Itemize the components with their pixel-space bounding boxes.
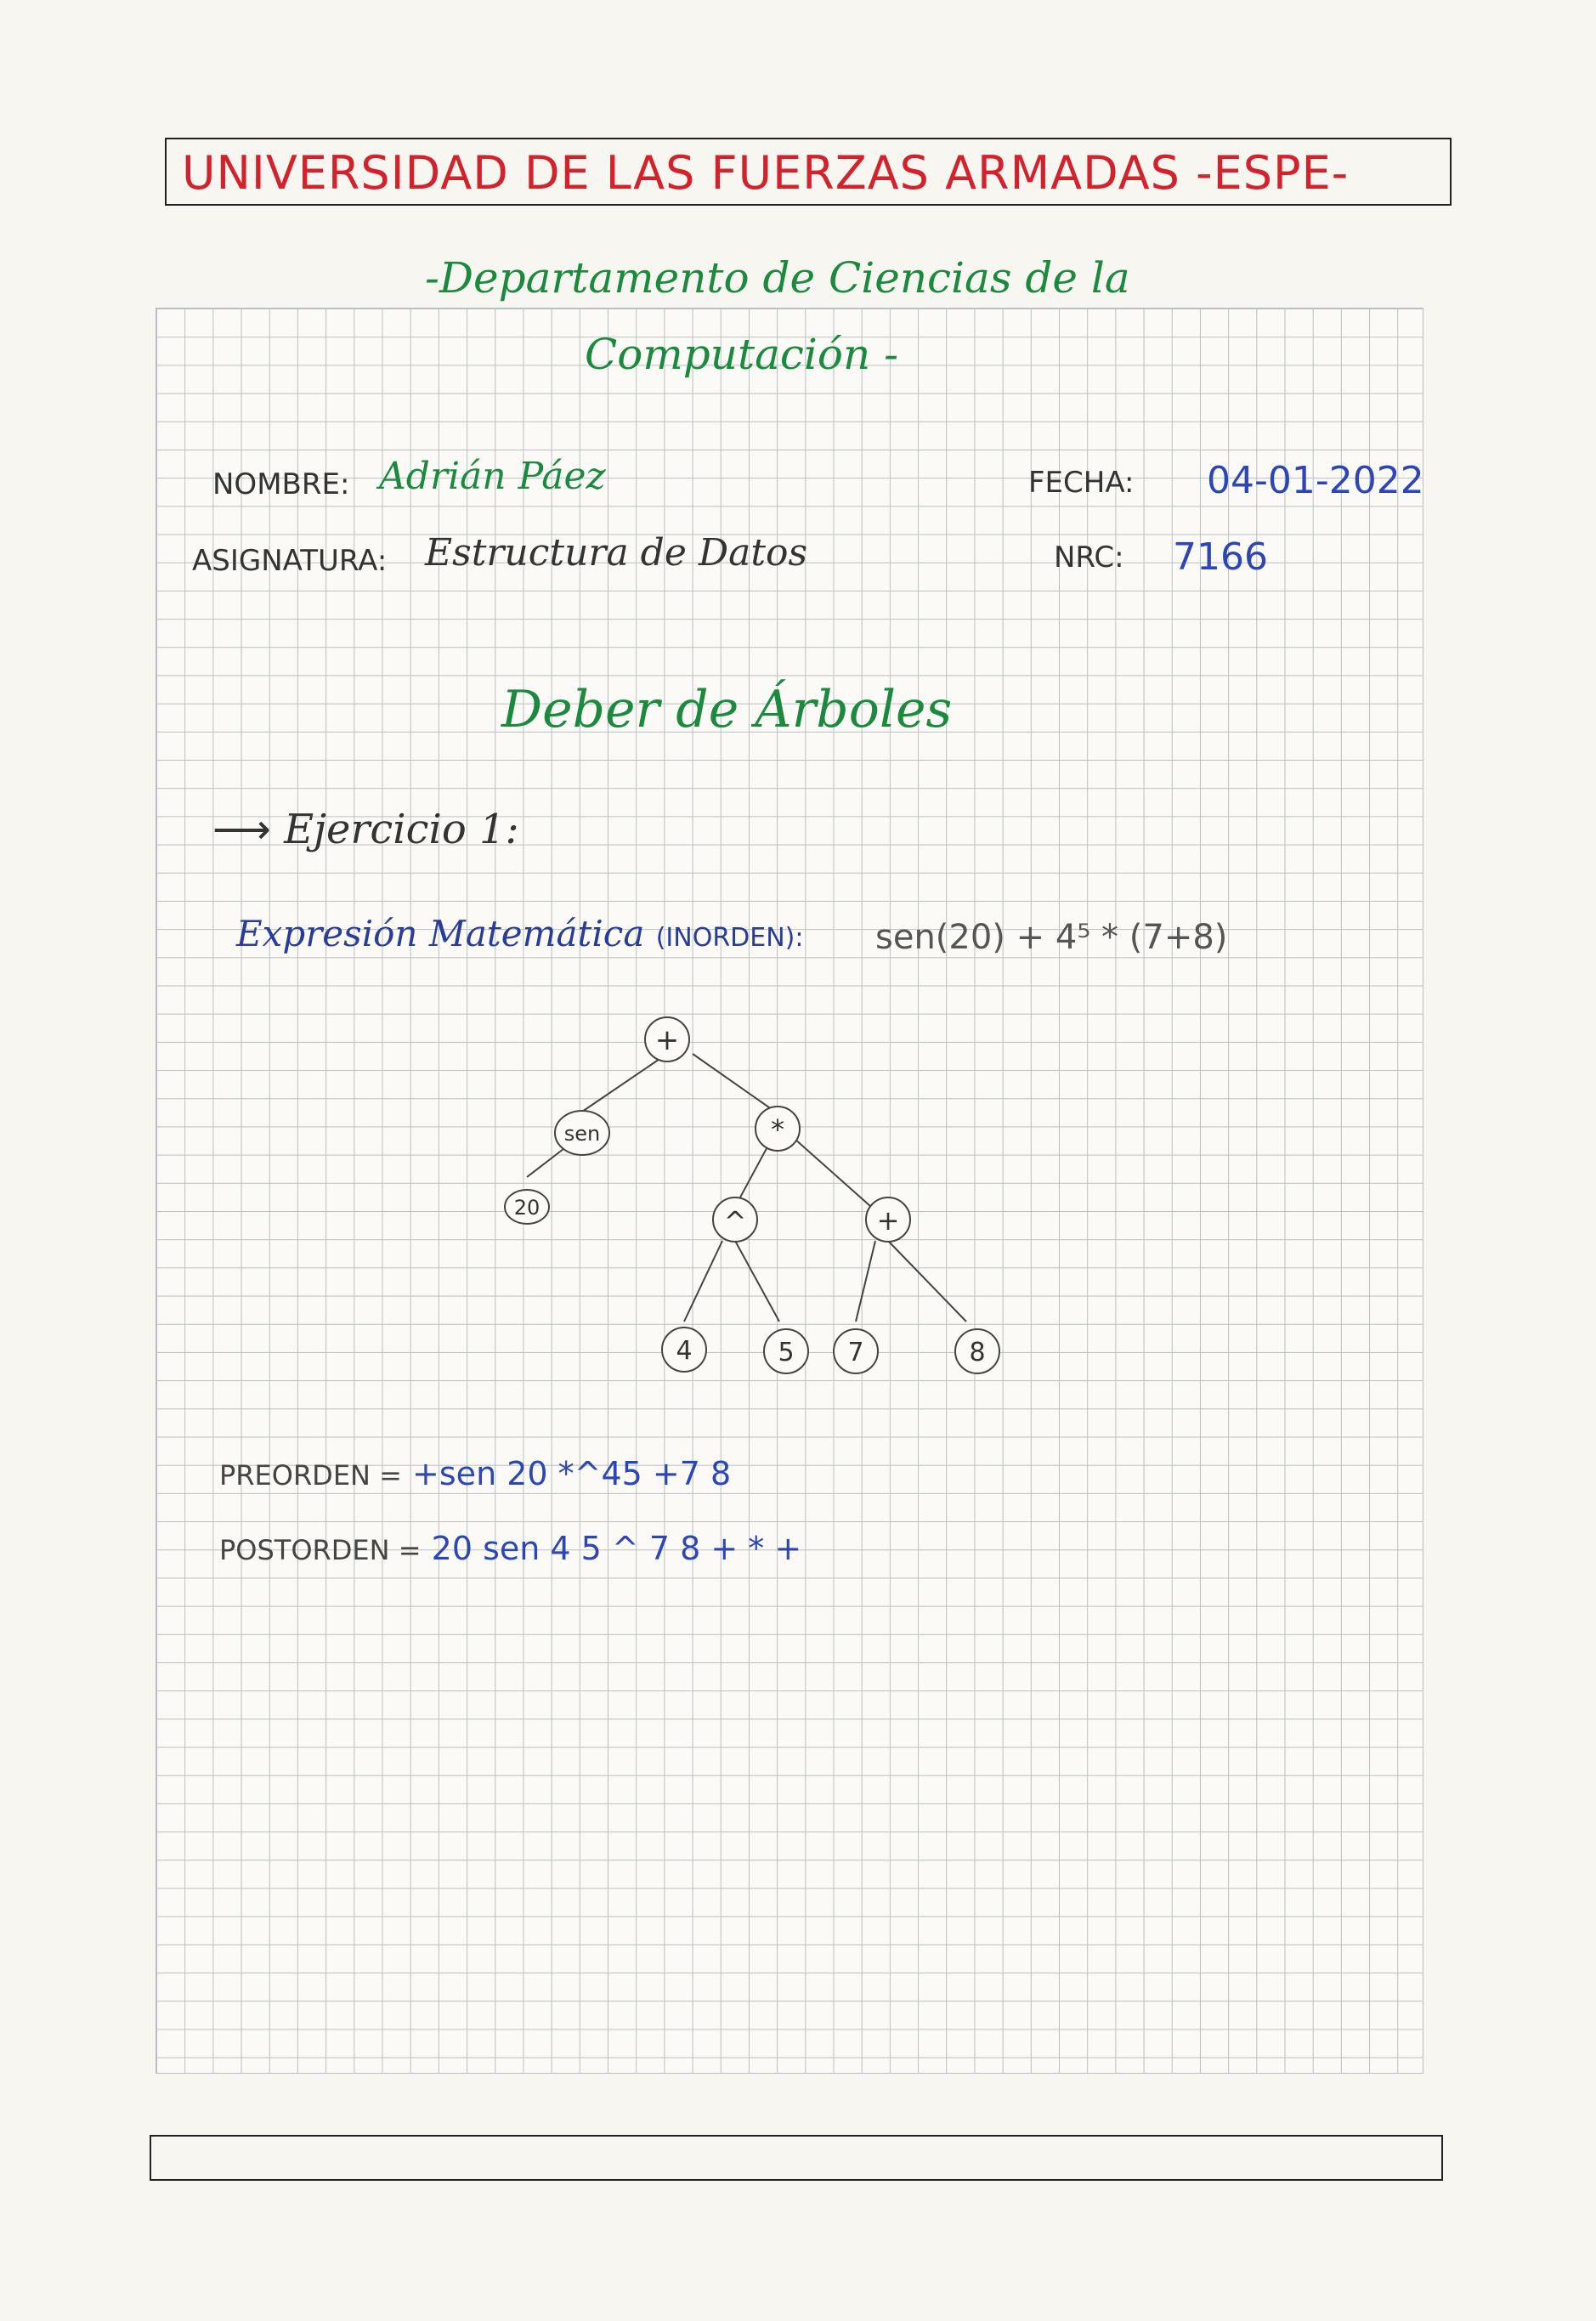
nrc-label: NRC: [1054,541,1124,575]
preorder-line: PREORDEN = +sen 20 *^45 +7 8 [219,1455,731,1492]
nrc-value: 7166 [1173,535,1268,579]
edge-plus-7 [855,1240,876,1322]
arrow-right-icon: ⟶ [212,806,285,853]
node-root-label: + [655,1023,680,1057]
edge-plus-8 [887,1240,967,1322]
node-8: 8 [954,1328,1000,1374]
preorder-label: PREORDEN = [219,1459,402,1492]
node-5-label: 5 [778,1338,794,1367]
exercise-heading: ⟶ Ejercicio 1: [212,806,519,853]
node-4-label: 4 [676,1336,692,1366]
node-20: 20 [504,1189,550,1225]
footer-box [150,2135,1443,2181]
edge-mul-pow [734,1140,772,1208]
node-plus-2: + [865,1197,911,1243]
edge-pow-4 [683,1240,723,1322]
postorder-line: POSTORDEN = 20 sen 4 5 ^ 7 8 + * + [219,1530,801,1567]
node-plus-2-label: + [877,1204,900,1237]
department-line-1: -Departamento de Ciencias de la [425,253,1130,303]
edge-root-sen [581,1053,668,1112]
postorder-label: POSTORDEN = [219,1534,422,1566]
node-pow-label: ^ [724,1205,747,1237]
node-pow: ^ [712,1197,758,1243]
graph-paper-grid [156,308,1423,2074]
node-mul: * [755,1106,801,1152]
node-4: 4 [661,1327,707,1373]
expression-label: Expresión Matemática [236,913,645,954]
name-label: NOMBRE: [212,467,350,501]
node-sen: sen [554,1110,610,1156]
node-7-label: 7 [847,1338,863,1367]
subject-value: Estructura de Datos [425,531,808,575]
assignment-title: Deber de Árboles [501,680,953,739]
expression-label-group: Expresión Matemática (INORDEN): [236,913,803,954]
exercise-label: Ejercicio 1: [284,806,519,853]
department-line-2: Computación - [585,330,898,379]
node-root: + [644,1016,690,1062]
date-label: FECHA: [1028,466,1135,500]
university-title: UNIVERSIDAD DE LAS FUERZAS ARMADAS -ESPE… [182,146,1350,200]
node-sen-label: sen [564,1122,600,1146]
expression-value: sen(20) + 4⁵ * (7+8) [875,918,1228,957]
edge-root-mul [692,1053,776,1112]
preorder-value: +sen 20 *^45 +7 8 [412,1455,732,1492]
tree-nodes: + sen 20 * ^ + 4 5 7 8 [504,1016,1000,1374]
tree-edges [526,1053,967,1322]
postorder-value: 20 sen 4 5 ^ 7 8 + * + [431,1530,802,1567]
expression-tree: + sen 20 * ^ + 4 5 7 8 [504,1016,1000,1374]
edge-pow-5 [734,1240,780,1322]
node-mul-label: * [771,1113,784,1146]
university-header-box: UNIVERSIDAD DE LAS FUERZAS ARMADAS -ESPE… [165,138,1452,206]
inorder-label: (INORDEN): [655,923,804,953]
subject-label: ASIGNATURA: [192,544,388,578]
name-value: Adrián Páez [379,455,606,498]
node-20-label: 20 [514,1196,540,1220]
edge-mul-plus [794,1138,872,1208]
node-5: 5 [763,1328,809,1374]
node-7: 7 [833,1328,879,1374]
node-8-label: 8 [969,1338,985,1367]
date-value: 04-01-2022 [1207,459,1424,502]
